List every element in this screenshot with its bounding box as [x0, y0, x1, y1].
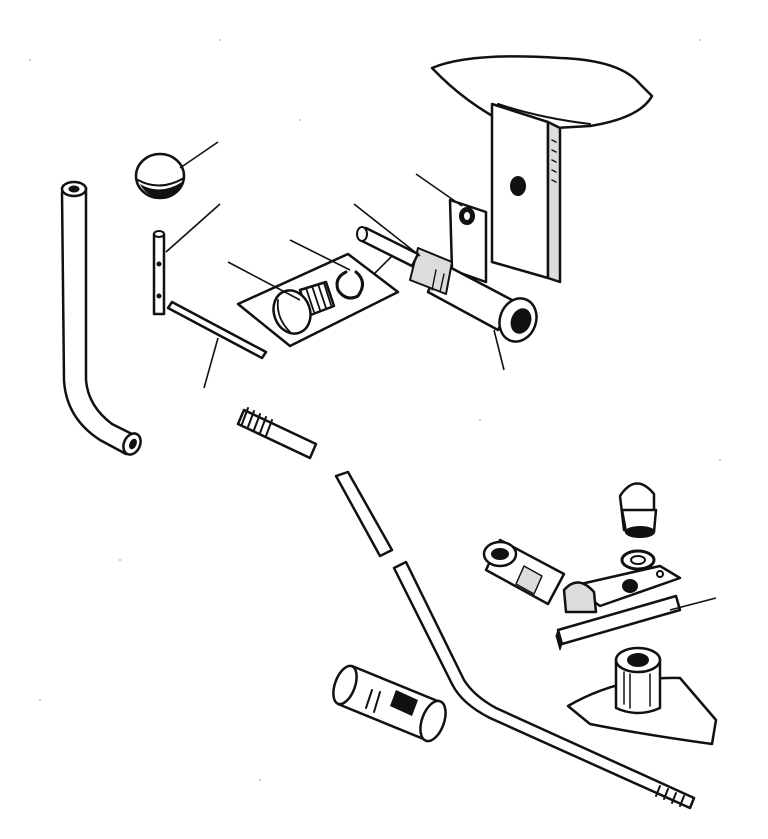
small-rod	[166, 300, 268, 360]
leader-ball-knob	[179, 141, 219, 169]
bracket-plate	[430, 55, 654, 284]
clamp-clip	[562, 564, 682, 614]
paper-texture	[29, 39, 721, 781]
slotted-sleeve	[332, 664, 447, 743]
leader-circlip	[289, 239, 351, 271]
spacer-bush	[482, 538, 566, 606]
threaded-stud	[236, 407, 318, 460]
spring-washer	[620, 549, 656, 571]
leader-lines	[165, 141, 717, 611]
leader-bush	[493, 329, 505, 371]
circlip	[335, 270, 364, 300]
bracket-eye	[448, 198, 488, 284]
long-link-rod	[334, 470, 696, 810]
leader-washer	[373, 255, 393, 275]
pivot-rod	[356, 226, 420, 268]
ball-knob	[134, 152, 186, 200]
bolt	[272, 280, 336, 335]
leader-bolt	[227, 261, 301, 301]
mounting-boss	[566, 646, 718, 746]
leader-split-pin	[165, 203, 221, 253]
leader-small-rod	[203, 337, 219, 389]
split-pin	[152, 230, 166, 316]
leader-pivot-rod	[353, 203, 421, 257]
base-plate	[555, 594, 682, 651]
leader-clamp	[669, 597, 717, 611]
bush-sleeve	[409, 247, 538, 343]
acorn-nut	[618, 482, 658, 538]
bent-tube	[60, 180, 142, 456]
leader-bracket-eye	[415, 173, 463, 207]
